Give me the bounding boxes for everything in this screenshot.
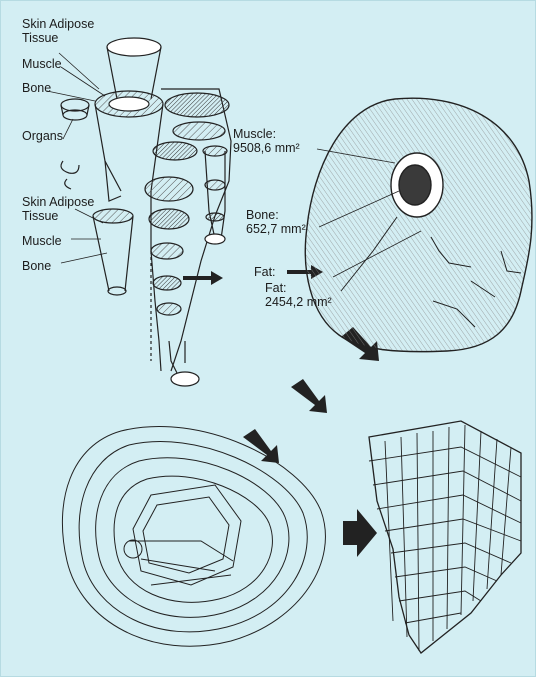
label-muscle-upper: Muscle (22, 57, 62, 71)
arrow-icon (343, 509, 377, 557)
value-bone-area: 652,7 mm² (246, 222, 306, 236)
label-fat-area: Fat: (265, 281, 287, 295)
arrow-icon (183, 271, 223, 285)
label-bone-lower: Bone (22, 259, 51, 273)
cross-section (305, 98, 532, 351)
body-model (47, 38, 231, 386)
label-tissue-upper: Tissue (22, 31, 58, 45)
label-organs: Organs (22, 129, 63, 143)
label-muscle-area: Muscle: (233, 127, 276, 141)
label-tissue-lower: Tissue (22, 209, 58, 223)
label-skin-adipose-lower: Skin Adipose (22, 195, 94, 209)
label-bone-area: Bone: (246, 208, 279, 222)
wireframe-mesh (369, 421, 521, 653)
value-fat-area: 2454,2 mm² (265, 295, 332, 309)
label-fat-inline: Fat: (254, 265, 276, 279)
value-muscle-area: 9508,6 mm² (233, 141, 300, 155)
label-bone-upper: Bone (22, 81, 51, 95)
label-muscle-lower: Muscle (22, 234, 62, 248)
contour-stack (62, 426, 325, 646)
label-skin-adipose-upper: Skin Adipose (22, 17, 94, 31)
arrow-icon (243, 429, 279, 463)
arrow-icon (291, 379, 327, 413)
